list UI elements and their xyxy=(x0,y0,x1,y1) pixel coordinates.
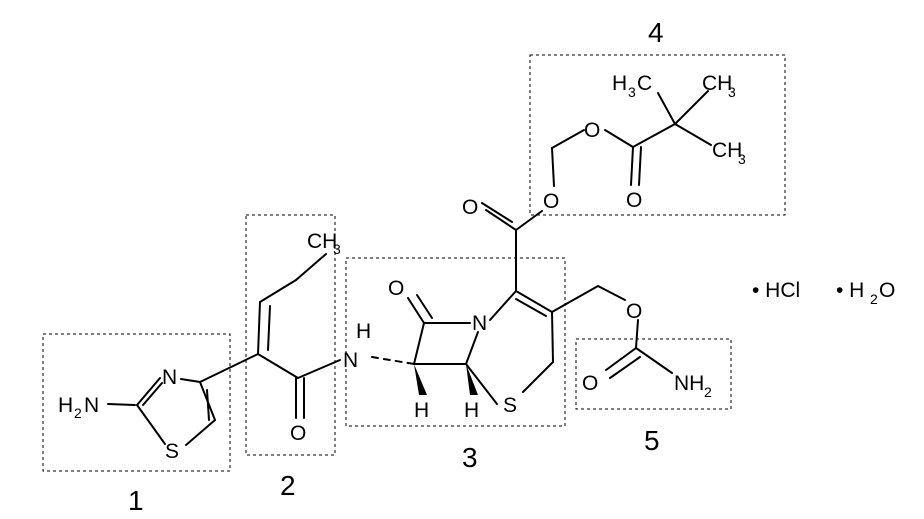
h2n-label-n: N xyxy=(84,394,99,417)
group-number-3: 3 xyxy=(462,442,478,473)
group-box-2 xyxy=(245,214,336,456)
h3c-label-h: H xyxy=(612,72,627,95)
h3c-label-c: C xyxy=(637,72,652,95)
group-box-3 xyxy=(345,257,566,427)
ring-n-label: N xyxy=(472,312,487,335)
lactam-o-label: O xyxy=(388,277,404,300)
ring-s-label: S xyxy=(503,394,517,417)
h2o-label-sub: 2 xyxy=(870,291,878,307)
group-number-4: 4 xyxy=(648,17,664,48)
thiazole-bonds xyxy=(107,377,216,446)
h2n-label-h: H xyxy=(58,394,73,417)
h2o-label-o: O xyxy=(879,279,895,302)
ch3-a-label: CH xyxy=(702,72,732,95)
thiazole-n-label: N xyxy=(162,366,177,389)
piv-o-link-label: O xyxy=(584,119,600,142)
carbamate-bonds xyxy=(551,285,673,379)
carbamate-o-double-label: O xyxy=(582,372,598,395)
group-number-5: 5 xyxy=(644,425,660,456)
ester-o-label: O xyxy=(543,190,559,213)
group-box-5 xyxy=(575,338,732,410)
cephem-core-bonds xyxy=(407,290,554,405)
hcl-label: • HCl xyxy=(752,279,800,302)
amide-o-label: O xyxy=(290,422,306,445)
nh2-sub: 2 xyxy=(704,384,712,400)
h-left-label: H xyxy=(414,399,429,422)
side-chain-bonds xyxy=(199,253,341,419)
piv-o-double-label: O xyxy=(626,189,642,212)
wedge-bond-left xyxy=(414,364,427,395)
group-box-4 xyxy=(529,54,786,216)
h-right-label: H xyxy=(464,399,479,422)
ch3-a-sub: 3 xyxy=(728,84,736,100)
ester-bonds xyxy=(481,90,712,292)
h2n-label-sub: 2 xyxy=(74,405,82,421)
h2o-label-h: • H xyxy=(836,279,864,302)
amide-n-label: N xyxy=(343,349,358,372)
ch3-b-label: CH xyxy=(712,139,742,162)
ch3-top-label: CH xyxy=(307,230,337,253)
ch3-b-sub: 3 xyxy=(738,151,746,167)
hashed-bond xyxy=(371,356,415,365)
group-number-2: 2 xyxy=(280,470,296,501)
nh2-label: NH xyxy=(674,372,704,395)
h3c-label-sub: 3 xyxy=(628,84,636,100)
carbamate-o-link-label: O xyxy=(626,300,642,323)
group-number-1: 1 xyxy=(128,485,144,516)
ester-o-double-label: O xyxy=(462,196,478,219)
thiazole-s-label: S xyxy=(165,440,179,463)
ch3-top-sub: 3 xyxy=(333,241,341,257)
amide-h-label: H xyxy=(356,320,371,343)
wedge-bond-right xyxy=(466,364,478,395)
